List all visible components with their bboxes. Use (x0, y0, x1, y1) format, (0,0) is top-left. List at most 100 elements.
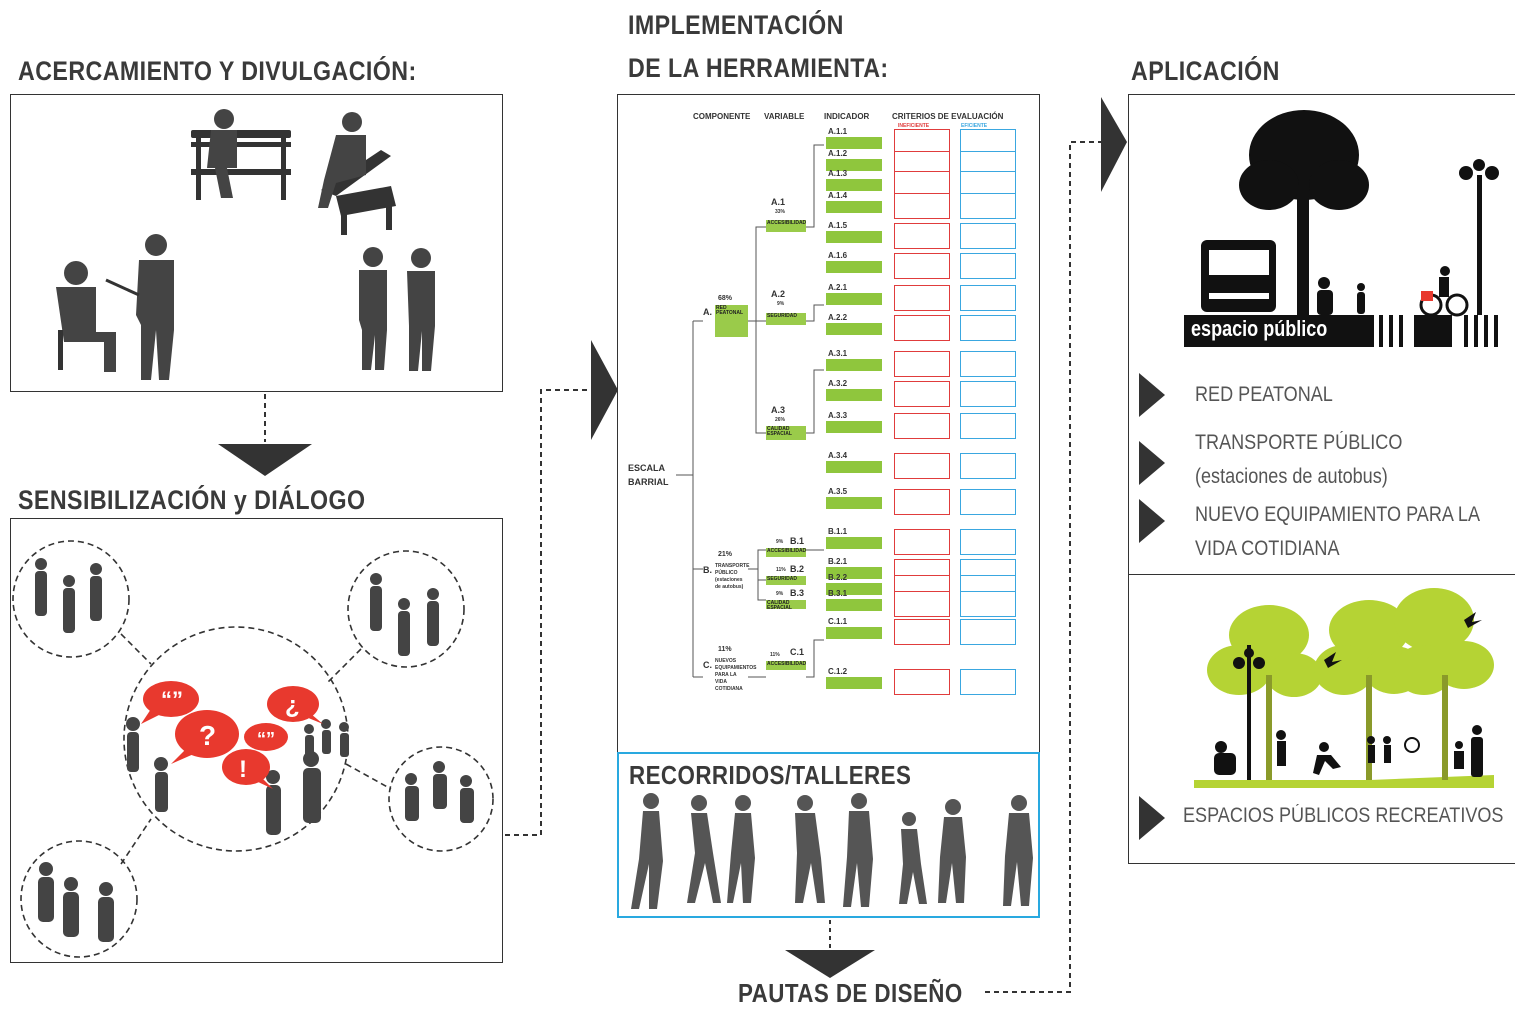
indicator-description-box (826, 537, 882, 549)
variable-a1-code: A.1 (771, 197, 786, 207)
indicator-code: A.1.3 (828, 169, 848, 178)
col-header-variable: VARIABLE (764, 112, 805, 121)
indicator-code: A.2.1 (828, 283, 848, 292)
heading-acercamiento: ACERCAMIENTO Y DIVULGACIÓN: (18, 56, 417, 86)
indicator-code: C.1.2 (828, 667, 848, 676)
variable-b2-pct: 11% (776, 567, 786, 573)
public-space-illustration (1184, 110, 1499, 347)
recreational-park-illustration (1194, 588, 1494, 788)
indicator-description-box (826, 323, 882, 335)
indicator-description-box (826, 583, 882, 595)
indicator-code: A.3.5 (828, 487, 848, 496)
indicator-description-box (826, 137, 882, 149)
col-header-indicador: INDICADOR (824, 112, 870, 121)
criteria-eficiente-box (960, 453, 1016, 479)
criteria-eficiente-box (960, 351, 1016, 377)
panel-acercamiento (10, 94, 503, 392)
indicator-description-box (826, 389, 882, 401)
variable-a3-code: A.3 (771, 405, 786, 415)
people-talking-illustration (56, 109, 435, 380)
component-c-letter: C. (703, 660, 712, 670)
indicator-code: A.1.2 (828, 149, 848, 158)
variable-b1-code: B.1 (790, 536, 805, 546)
indicator-code: C.1.1 (828, 617, 848, 626)
criteria-ineficiente: INEFICIENTE (898, 123, 930, 129)
banner-espacio-publico: espacio público (1191, 316, 1328, 341)
variable-a3-name: CALIDAD ESPACIAL (766, 426, 806, 440)
component-c-name: NUEVOS EQUIPAMIENTOS PARA LA VIDA COTIDI… (715, 658, 757, 692)
indicator-description-box (826, 359, 882, 371)
indicator-code: B.2.1 (828, 557, 848, 566)
item-1-arrow-icon (1139, 373, 1165, 417)
svg-text:!: ! (239, 756, 247, 783)
indicator-code: A.1.1 (828, 127, 848, 136)
flow-connector-down-2 (785, 920, 875, 978)
component-a-letter: A. (703, 307, 712, 317)
component-a-name: RED PEATONAL (715, 305, 748, 337)
criteria-ineficiente-box (894, 285, 950, 311)
indicator-description-box (826, 231, 882, 243)
criteria-ineficiente-box (894, 253, 950, 279)
variable-b3-name: CALIDAD ESPACIAL (766, 600, 806, 609)
svg-text:?: ? (199, 720, 216, 751)
variable-b2-name: SEGURIDAD (766, 576, 806, 585)
heading-implementacion-2: DE LA HERRAMIENTA: (628, 53, 889, 83)
variable-b1-pct: 9% (776, 539, 784, 545)
indicator-description-box (826, 293, 882, 305)
indicator-description-box (826, 421, 882, 433)
heading-pautas: PAUTAS DE DISEÑO (738, 978, 963, 1008)
criteria-ineficiente-box (894, 453, 950, 479)
criteria-eficiente-box (960, 619, 1016, 645)
indicator-code: A.3.3 (828, 411, 848, 420)
variable-a2-name: SEGURIDAD (766, 313, 806, 325)
indicator-description-box (826, 179, 882, 191)
indicator-code: A.1.5 (828, 221, 848, 230)
variable-b3-code: B.3 (790, 588, 805, 598)
indicator-description-box (826, 201, 882, 213)
criteria-ineficiente-box (894, 129, 950, 155)
variable-a1-name: ACCESIBILIDAD (766, 220, 806, 232)
col-header-componente: COMPONENTE (693, 112, 751, 121)
variable-a2-code: A.2 (771, 289, 786, 299)
flow-connector-down-1 (218, 394, 312, 476)
flow-connector-middle-right (985, 97, 1127, 993)
criteria-ineficiente-box (894, 381, 950, 407)
panel-aplicacion-bottom: ESPACIOS PÚBLICOS RECREATIVOS (1128, 574, 1515, 864)
svg-text:“”: “” (257, 729, 275, 749)
item-4-arrow-icon (1139, 796, 1165, 840)
speech-bubble-icon (141, 681, 323, 789)
criteria-eficiente-box (960, 285, 1016, 311)
group-top-left (35, 558, 102, 633)
criteria-ineficiente-box (894, 591, 950, 617)
component-c-pct: 11% (718, 646, 732, 653)
heading-aplicacion: APLICACIÓN (1131, 56, 1280, 86)
indicator-code: A.1.4 (828, 191, 848, 200)
criteria-eficiente-box (960, 223, 1016, 249)
criteria-ineficiente-box (894, 315, 950, 341)
indicator-description-box (826, 677, 882, 689)
indicator-description-box (826, 599, 882, 611)
heading-recorridos: RECORRIDOS/TALLERES (629, 760, 912, 790)
indicator-code: A.2.2 (828, 313, 848, 322)
criteria-eficiente-box (960, 381, 1016, 407)
criteria-eficiente: EFICIENTE (961, 123, 988, 129)
criteria-ineficiente-box (894, 669, 950, 695)
variable-b3-pct: 9% (776, 591, 784, 597)
criteria-eficiente-box (960, 591, 1016, 617)
criteria-eficiente-box (960, 193, 1016, 219)
item-equipamiento-1: NUEVO EQUIPAMIENTO PARA LA (1195, 503, 1481, 526)
tool-root-2: BARRIAL (628, 477, 669, 487)
panel-aplicacion-top: espacio público RED PEATONAL TRANSPORTE … (1128, 94, 1515, 576)
item-3-arrow-icon (1139, 499, 1165, 543)
criteria-eficiente-box (960, 669, 1016, 695)
indicator-description-box (826, 497, 882, 509)
panel-sensibilizacion: “” ? ! “” ¿ (10, 518, 503, 963)
variable-b1-name: ACCESIBILIDAD (766, 548, 806, 557)
svg-text:¿: ¿ (285, 692, 300, 719)
indicator-code: A.1.6 (828, 251, 848, 260)
item-red-peatonal: RED PEATONAL (1195, 383, 1333, 406)
panel-herramienta: COMPONENTE VARIABLE INDICADOR CRITERIOS … (617, 94, 1040, 754)
item-equipamiento-2: VIDA COTIDIANA (1195, 537, 1340, 560)
indicator-code: A.3.4 (828, 451, 848, 460)
indicator-code: B.3.1 (828, 589, 848, 598)
